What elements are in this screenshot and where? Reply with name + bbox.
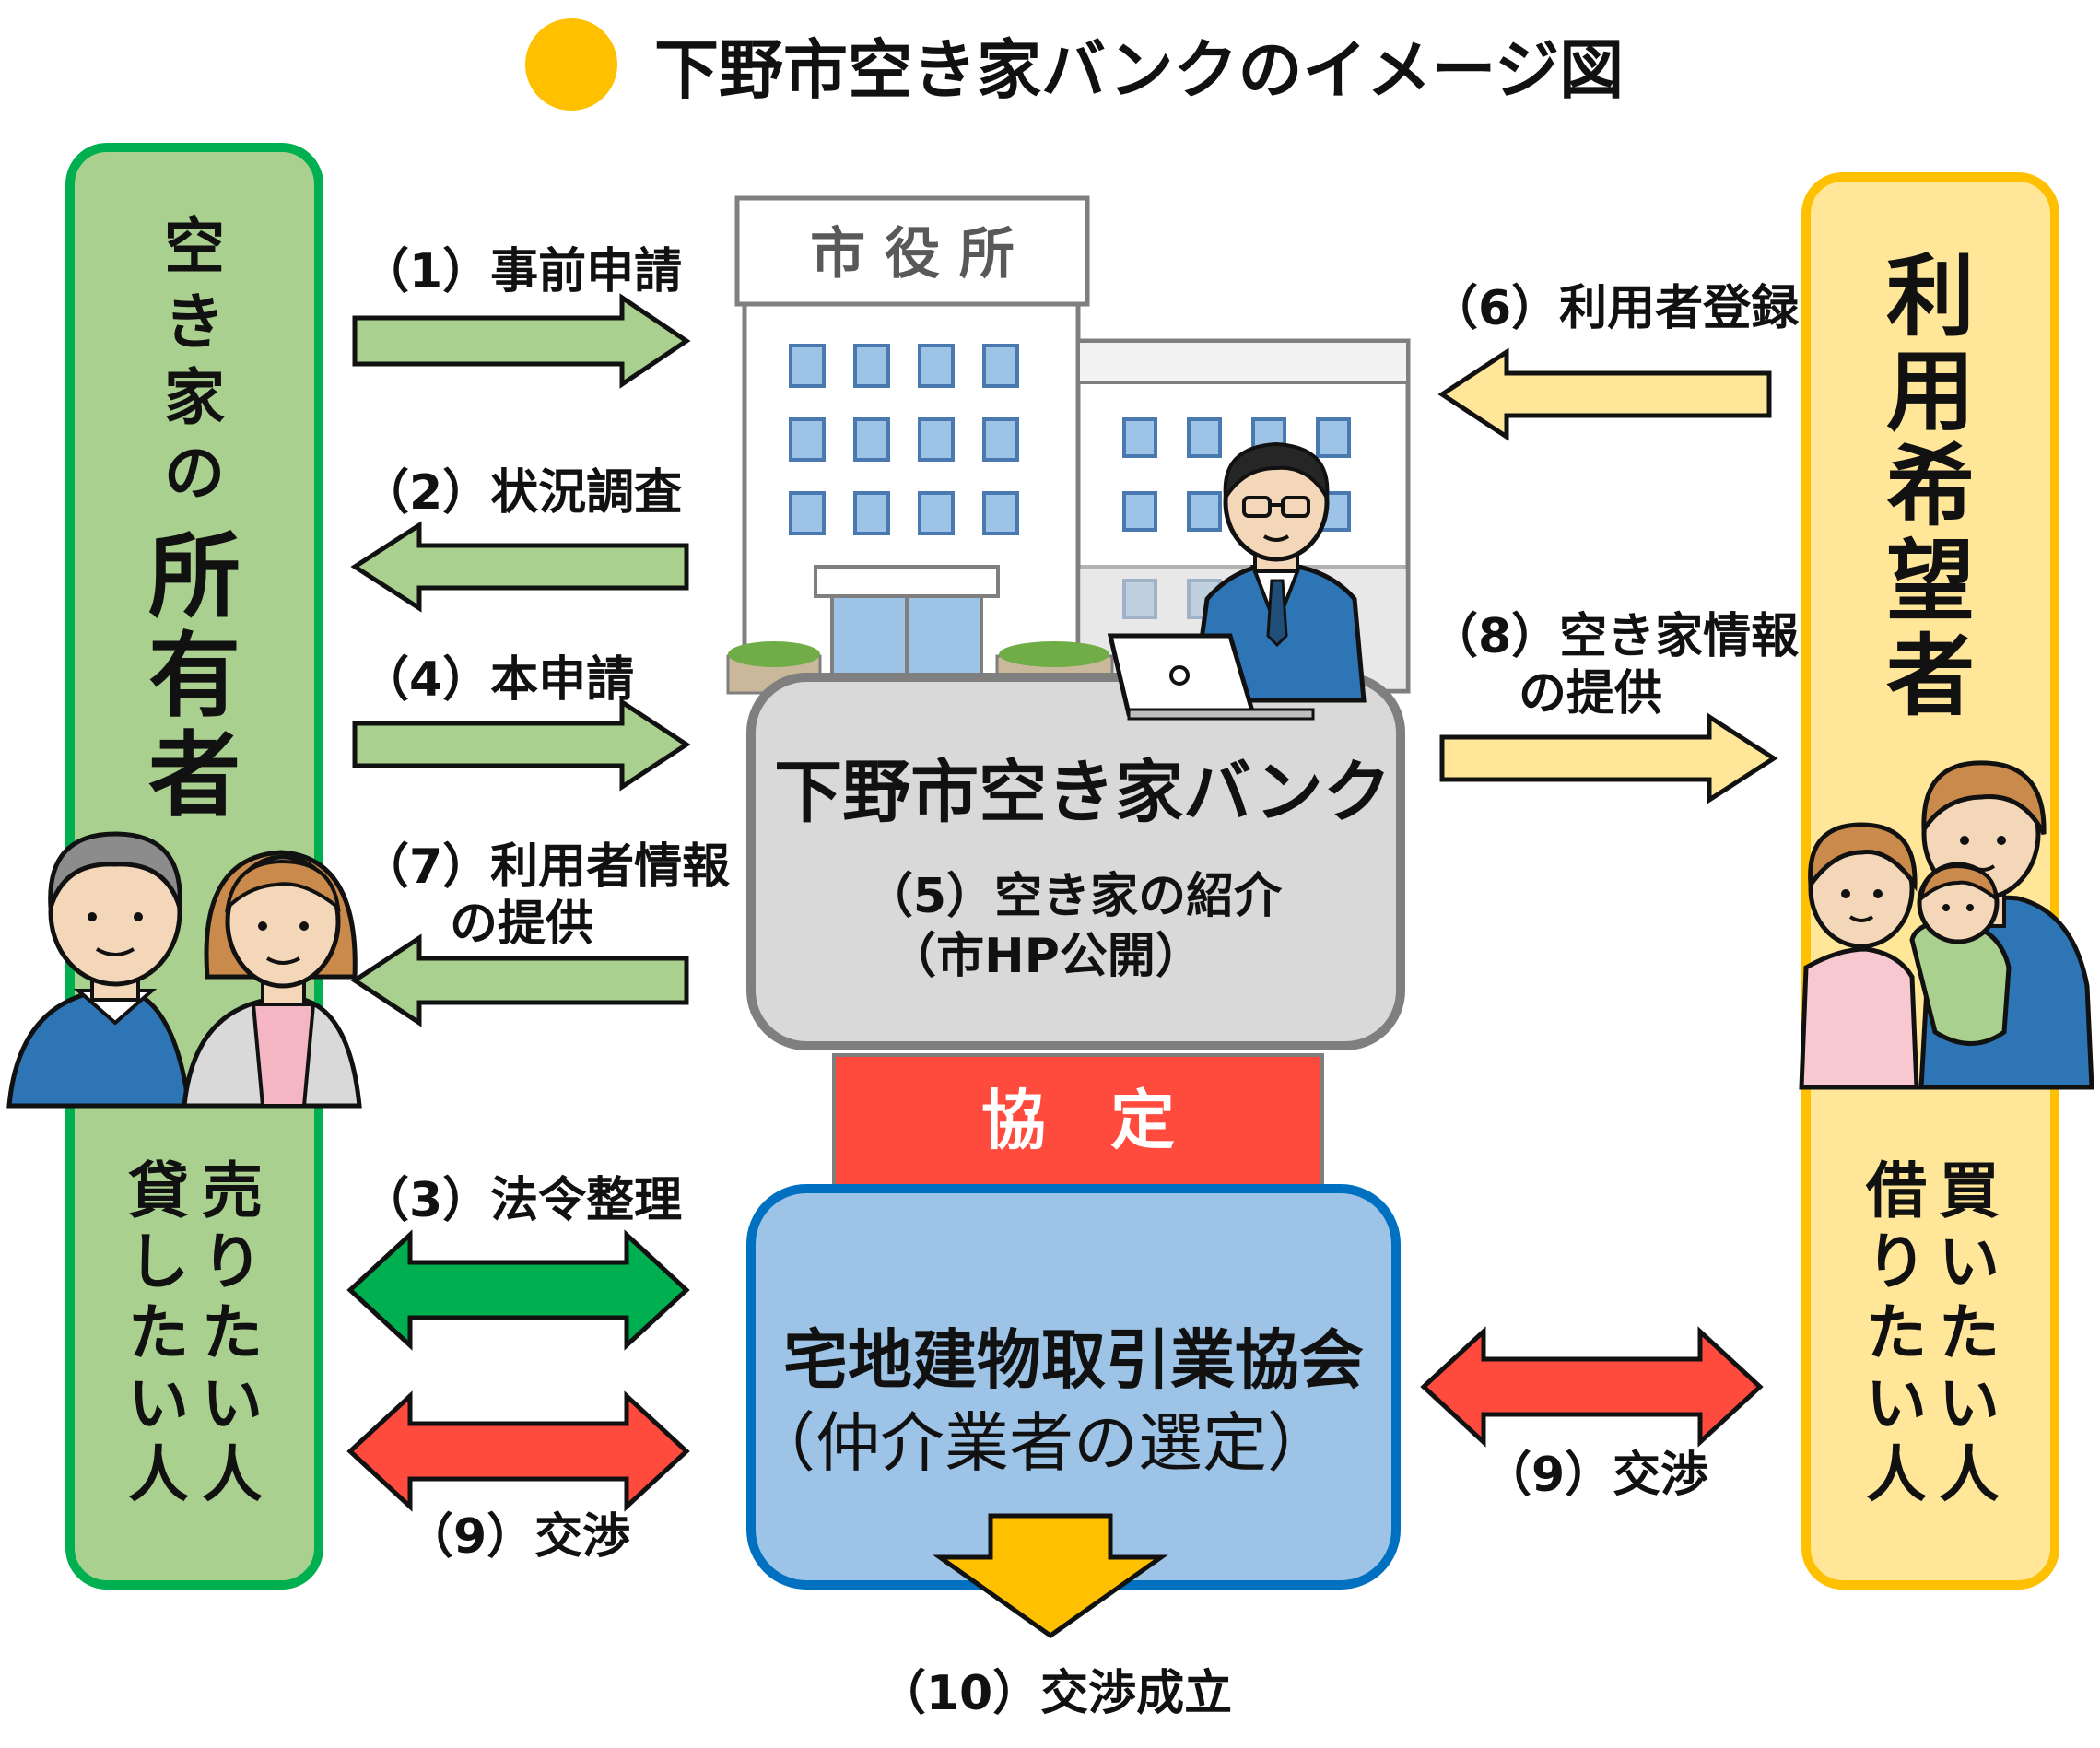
- user-title-char: 希: [1886, 435, 1975, 538]
- owner-role-char: い: [128, 1368, 189, 1439]
- user-role-left-column: 借 り た い 人: [1865, 1156, 1927, 1510]
- owner-role-char: た: [128, 1297, 189, 1368]
- bank-name: 下野市空き家バンク: [774, 753, 1391, 832]
- page-title: 下野市空き家バンクのイメージ図: [654, 32, 1624, 108]
- user-role-char: り: [1866, 1226, 1927, 1297]
- user-title-char: 用: [1886, 340, 1975, 443]
- bank-step5-line2: （市HP公開）: [888, 929, 1203, 984]
- step1-label: （1）事前申請: [361, 244, 682, 299]
- user-title: 利 用 希 望 者: [1886, 245, 1975, 728]
- owner-title-char: 者: [148, 721, 241, 829]
- staff-with-laptop-illustration: [1107, 441, 1367, 721]
- owner-role-char: し: [128, 1226, 189, 1297]
- elderly-couple-illustration: [6, 831, 362, 1109]
- association-name: 宅地建物取引業協会: [783, 1322, 1364, 1398]
- owner-role-left-column: 貸 し た い 人: [128, 1156, 189, 1510]
- owner-role-char: り: [202, 1226, 263, 1297]
- owner-role-right-column: 売 り た い 人: [202, 1156, 263, 1510]
- association-sub: （仲介業者の選定）: [751, 1405, 1332, 1481]
- owner-role-char: 貸: [128, 1156, 189, 1226]
- step9-left-label: （9）交渉: [405, 1509, 630, 1565]
- step2-label: （2）状況調査: [361, 465, 682, 521]
- user-role-right-column: 買 い た い 人: [1939, 1156, 2000, 1510]
- city-hall-sign: 市 役 所: [810, 222, 1015, 287]
- user-role-char: 人: [1866, 1439, 1927, 1510]
- right-arrow-icon: [352, 293, 691, 389]
- double-arrow-icon: [346, 1390, 690, 1512]
- user-title-char: 望: [1886, 530, 1975, 633]
- left-arrow-icon: [350, 521, 689, 613]
- user-role-char: 買: [1939, 1156, 2000, 1226]
- double-arrow-icon: [1420, 1326, 1764, 1448]
- user-role-char: い: [1939, 1368, 2000, 1439]
- user-role-char: い: [1939, 1226, 2000, 1297]
- user-title-char: 利: [1886, 245, 1975, 348]
- owner-role-char: い: [202, 1368, 263, 1439]
- user-role-char: 借: [1865, 1156, 1927, 1226]
- step4-label: （4）本申請: [361, 652, 634, 708]
- user-role-char: 人: [1939, 1439, 2000, 1510]
- step3-label: （3）法令整理: [361, 1173, 682, 1228]
- owner-title-char: 空: [164, 211, 225, 282]
- owner-title-char: の: [164, 438, 225, 509]
- owner-title-char: 所: [148, 522, 241, 630]
- owner-role-char: た: [202, 1297, 263, 1368]
- right-arrow-icon: [352, 698, 691, 792]
- step10-label: （10）交渉成立: [878, 1666, 1232, 1721]
- step8-label-line2: の提供: [1519, 666, 1662, 721]
- owner-role-char: 人: [128, 1439, 189, 1510]
- user-role-char: い: [1866, 1368, 1927, 1439]
- step9-right-label: （9）交渉: [1484, 1448, 1708, 1503]
- owner-title-char: き: [164, 287, 225, 358]
- step8-label-line1: （8）空き家情報: [1430, 609, 1799, 664]
- bank-step5-line1: （5）空き家の紹介: [865, 869, 1283, 924]
- title-dot-icon: [525, 18, 617, 111]
- user-role-char: た: [1939, 1297, 2000, 1368]
- right-arrow-icon: [1439, 712, 1778, 804]
- double-arrow-icon: [346, 1229, 690, 1351]
- owner-title-char: 有: [148, 622, 241, 730]
- step7-label-line1: （7）利用者情報: [361, 839, 730, 895]
- step7-label-line2: の提供: [450, 897, 593, 952]
- owner-role-char: 売: [202, 1156, 263, 1226]
- step6-label: （6）利用者登録: [1430, 281, 1800, 336]
- akiya-bank-box: [746, 673, 1405, 1050]
- owner-role-char: 人: [202, 1439, 263, 1510]
- owner-title-char: 家: [164, 362, 225, 433]
- user-role-char: た: [1866, 1297, 1927, 1368]
- down-arrow-icon: [933, 1513, 1168, 1639]
- user-title-char: 者: [1886, 625, 1975, 728]
- left-arrow-icon: [1437, 347, 1772, 441]
- family-illustration: [1799, 760, 2094, 1090]
- agreement-label: 協 定: [981, 1083, 1175, 1158]
- left-arrow-icon: [350, 933, 689, 1027]
- owner-title: 空 き 家 の 所 有 者: [148, 211, 241, 829]
